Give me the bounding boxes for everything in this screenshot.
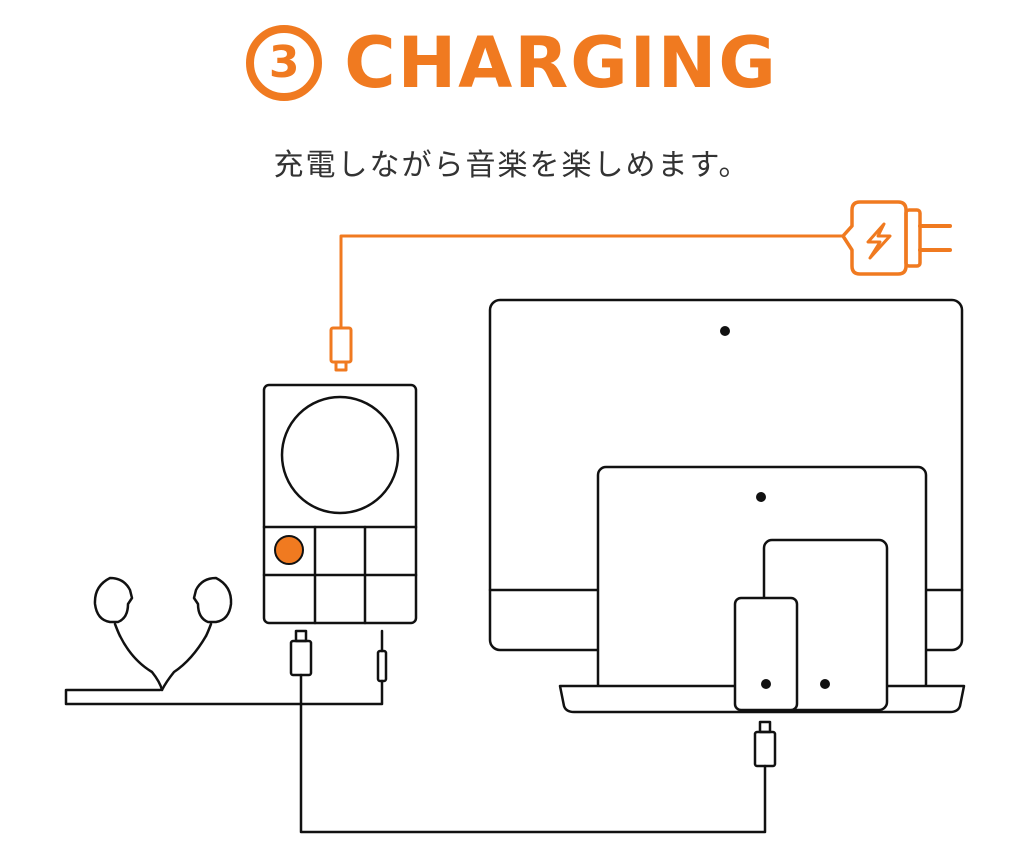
step-number: 3 <box>268 37 300 88</box>
phone-camera <box>761 679 771 689</box>
device-usb-connector <box>289 629 313 677</box>
device-headphone-connector <box>376 629 388 683</box>
power-cable-connector <box>329 326 353 364</box>
power-plug-icon <box>841 200 952 276</box>
phone-usb-connector <box>753 720 777 768</box>
monitor-camera <box>720 326 730 336</box>
tablet-camera <box>820 679 830 689</box>
usb-cable <box>299 673 767 834</box>
page-title: CHARGING <box>344 22 778 104</box>
left-earbud <box>93 576 134 624</box>
laptop-camera <box>756 492 766 502</box>
header: 3 CHARGING <box>0 18 1024 108</box>
device-indicator-button <box>274 535 304 565</box>
power-cable-connector-tip <box>334 360 348 372</box>
lightning-bolt-icon <box>866 222 892 260</box>
audio-device <box>262 383 418 625</box>
right-earbud <box>192 576 233 624</box>
step-number-badge: 3 <box>246 25 323 101</box>
power-cable <box>339 234 845 330</box>
device-dial <box>280 395 400 515</box>
subtitle: 充電しながら音楽を楽しめます。 <box>273 148 751 183</box>
phone <box>733 596 799 712</box>
earphones <box>64 576 384 706</box>
